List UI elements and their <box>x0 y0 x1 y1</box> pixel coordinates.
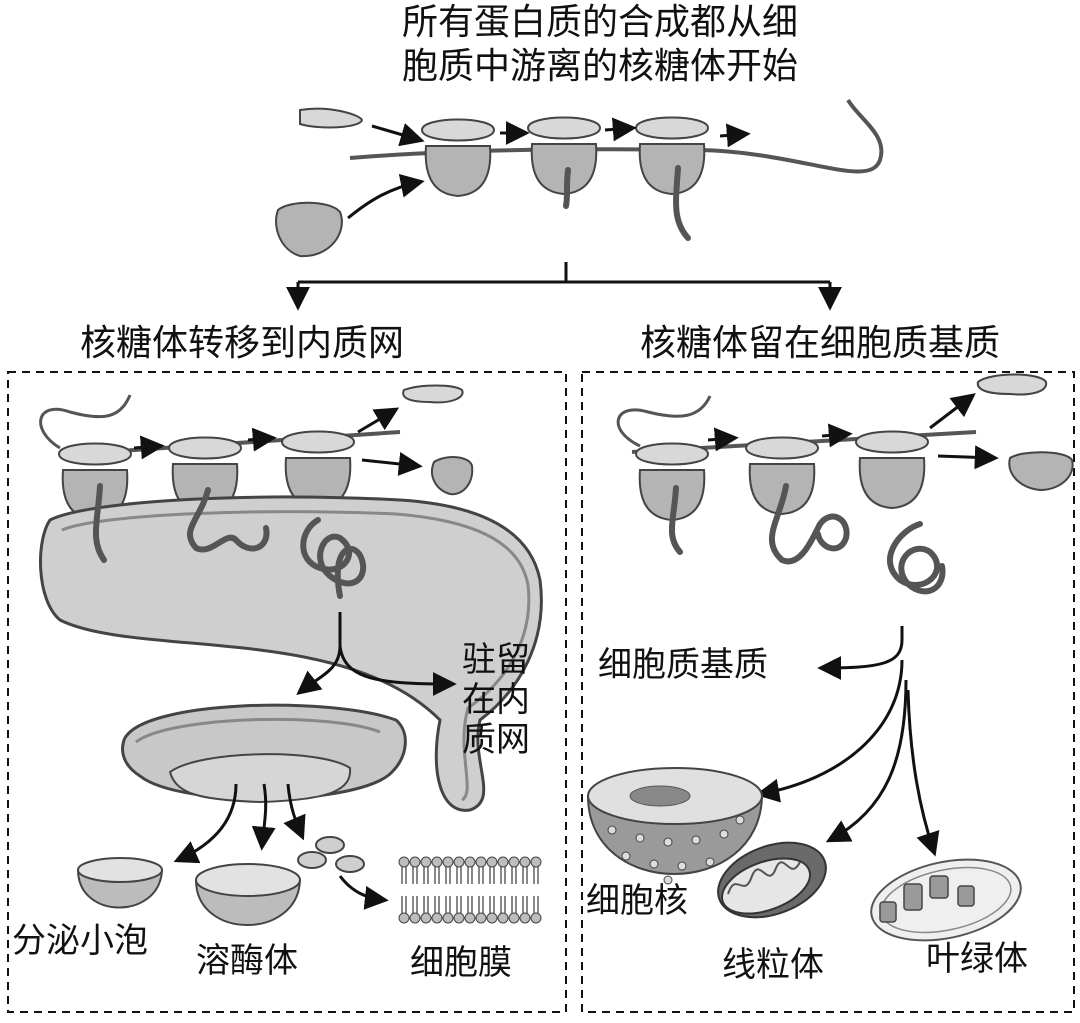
lipid-tail <box>401 896 407 913</box>
lipid-tail <box>533 867 539 884</box>
mitochondrion-label: 线粒体 <box>722 945 824 985</box>
lipid-tail <box>478 896 484 913</box>
ribosome <box>527 116 601 195</box>
lipid-tail <box>522 867 528 884</box>
secretory-vesicle-label: 分泌小泡 <box>12 921 148 961</box>
lipid-head <box>442 912 454 924</box>
lipid-head <box>431 856 443 868</box>
lipid-head <box>420 912 432 924</box>
lipid-tail <box>456 867 462 884</box>
cell-membrane-icon <box>398 856 542 924</box>
lipid-head <box>508 856 520 868</box>
large-subunit <box>275 201 343 258</box>
right-panel-heading: 核糖体留在细胞质基质 <box>640 323 1001 364</box>
lipid-tail <box>434 867 440 884</box>
lipid-head <box>453 856 465 868</box>
diagram-title-line1: 所有蛋白质的合成都从细 <box>401 2 798 43</box>
diagram-title-line2: 胞质中游离的核糖体开始 <box>401 46 798 87</box>
lipid-head <box>486 912 498 924</box>
left-panel-border <box>7 371 567 1013</box>
lipid-tail <box>412 896 418 913</box>
lipid-head <box>508 912 520 924</box>
lipid-head <box>497 856 509 868</box>
lipid-head <box>398 912 410 924</box>
lipid-head <box>398 856 410 868</box>
endoplasmic-reticulum <box>39 483 543 812</box>
lipid-tail <box>533 896 539 913</box>
polypeptide-chain <box>673 165 691 241</box>
lipid-head <box>497 912 509 924</box>
lipid-head <box>486 856 498 868</box>
polypeptide-chain <box>563 167 571 209</box>
lipid-head <box>442 856 454 868</box>
lipid-tail <box>489 867 495 884</box>
cell-membrane-label: 细胞膜 <box>410 943 512 983</box>
top-translation-group <box>275 98 884 258</box>
lipid-tail <box>423 867 429 884</box>
lipid-head <box>464 912 476 924</box>
lipid-tail <box>467 867 473 884</box>
lipid-head <box>475 856 487 868</box>
lipid-head <box>431 912 443 924</box>
chloroplast-icon <box>870 858 1022 942</box>
lipid-tail <box>467 896 473 913</box>
chloroplast-label: 叶绿体 <box>926 939 1028 979</box>
lipid-tail <box>445 896 451 913</box>
small-subunit <box>299 107 364 129</box>
mitochondrion-icon <box>717 841 827 919</box>
lipid-head <box>464 856 476 868</box>
nucleus-icon <box>586 767 764 885</box>
lipid-tail <box>412 867 418 884</box>
retained-in-er-label: 驻留 在内 质网 <box>462 640 530 760</box>
right-arrows <box>755 626 940 857</box>
lipid-tail <box>445 867 451 884</box>
lipid-tail <box>434 896 440 913</box>
lipid-tail <box>489 896 495 913</box>
nucleus-label: 细胞核 <box>586 881 688 921</box>
lipid-head <box>475 912 487 924</box>
secretory-vesicle-icon <box>76 857 164 909</box>
lipid-tail <box>511 867 517 884</box>
right-ribosomes <box>616 373 1074 595</box>
lysosome-label: 溶酶体 <box>196 941 298 981</box>
arrow <box>719 123 751 148</box>
lipid-tail <box>423 896 429 913</box>
arrow <box>347 174 425 220</box>
left-ribosomes <box>39 384 474 521</box>
lipid-tail <box>511 896 517 913</box>
left-panel-heading: 核糖体转移到内质网 <box>80 323 405 364</box>
ribosome <box>635 116 709 195</box>
lipid-head <box>519 912 531 924</box>
lipid-tail <box>456 896 462 913</box>
transport-vesicles <box>297 836 365 873</box>
golgi-apparatus <box>121 612 457 910</box>
arrow <box>371 123 425 147</box>
lipid-tail <box>478 867 484 884</box>
arrow <box>604 117 637 142</box>
ribosome <box>421 118 495 197</box>
lipid-head <box>530 856 542 868</box>
right-panel-border <box>581 371 1075 1013</box>
cytosol-label: 细胞质基质 <box>598 645 768 685</box>
branch-arrows <box>286 262 842 311</box>
lysosome-icon <box>194 863 302 926</box>
lipid-tail <box>522 896 528 913</box>
lipid-tail <box>500 896 506 913</box>
lipid-head <box>409 912 421 924</box>
lipid-head <box>530 912 542 924</box>
lipid-head <box>453 912 465 924</box>
lipid-head <box>519 856 531 868</box>
lipid-tail <box>500 867 506 884</box>
lipid-head <box>409 856 421 868</box>
lipid-head <box>420 856 432 868</box>
lipid-tail <box>401 867 407 884</box>
